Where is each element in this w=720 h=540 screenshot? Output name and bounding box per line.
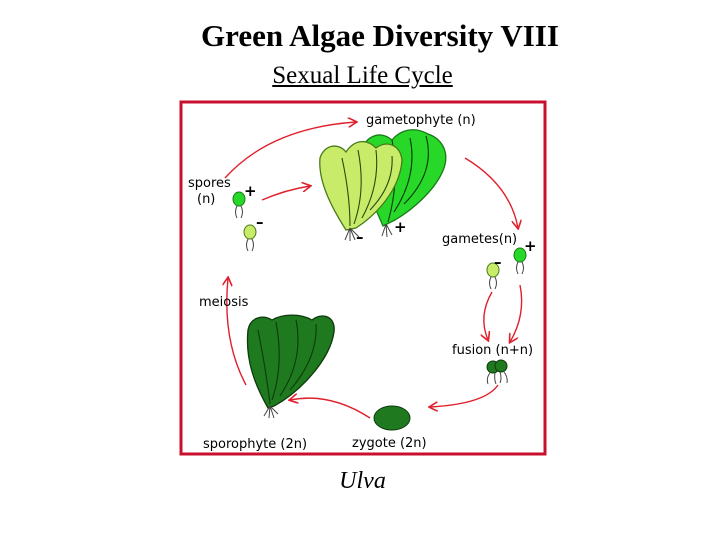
spore-minus [243,224,257,252]
label-zygote: zygote (2n) [352,436,427,451]
fusion-cell [486,359,508,385]
sign-gametophyte-plus: + [394,218,407,236]
sign-gametophyte-minus: – [356,228,364,246]
label-sporophyte: sporophyte (2n) [203,437,307,452]
zygote-cell [373,405,411,431]
label-meiosis: meiosis [199,295,249,310]
arrow-gamete-minus-to-fusion [484,291,493,340]
sign-gamete-plus: + [524,237,537,255]
sporophyte-thallus [246,314,335,419]
sign-spore-plus: + [244,182,257,200]
sign-spore-minus: – [256,213,264,231]
arrow-zygote-to-sporophyte [290,398,371,419]
arrow-spore-to-gametophyte [261,186,310,201]
gametophyte-minus-thallus [319,141,403,241]
spore-plus [232,191,246,219]
arrow-fusion-to-zygote [430,384,499,407]
arrow-spores-to-gametophyte [224,122,356,179]
label-gametophyte: gametophyte (n) [366,113,476,128]
arrow-gametophyte-to-gametes [464,157,518,228]
label-spores-ploidy: (n) [197,192,215,207]
sign-gamete-minus: – [494,253,502,271]
label-spores: spores [188,176,231,191]
label-gametes: gametes(n) [442,232,517,247]
slide-subtitle: Sexual Life Cycle [272,62,453,89]
label-fusion: fusion (n+n) [452,343,533,358]
arrow-sporophyte-to-meiosis [227,278,247,386]
slide-title: Green Algae Diversity VIII [201,18,559,53]
gamete-plus [513,247,527,275]
gamete-minus [486,262,500,290]
arrow-gamete-plus-to-fusion [510,284,523,342]
organism-caption: Ulva [339,468,386,494]
